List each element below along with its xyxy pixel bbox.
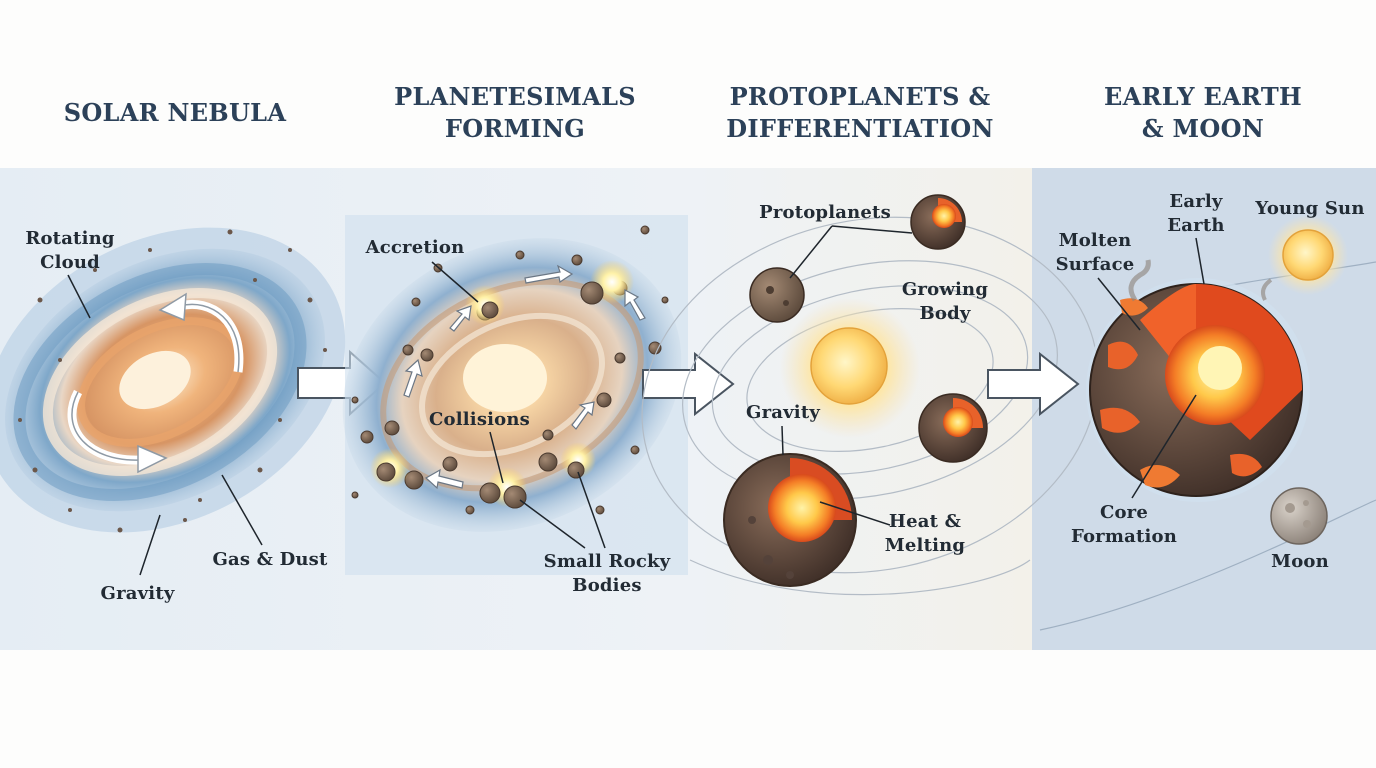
small-rocky-bodies xyxy=(351,225,669,515)
stage-title-solar-nebula: SOLAR NEBULA xyxy=(63,98,287,127)
label-moon: Moon xyxy=(1271,551,1329,572)
label-molten-surface: Molten Surface xyxy=(1055,230,1135,275)
label-gravity-nebula: Gravity xyxy=(100,583,175,604)
orbit-arrows xyxy=(403,264,646,490)
label-gas-dust: Gas & Dust xyxy=(212,549,328,570)
label-early-earth: Early Earth xyxy=(1167,191,1225,236)
label-core-formation: Core Formation xyxy=(1070,502,1178,547)
arrow-stage-3-to-4 xyxy=(987,351,1080,417)
protoplanet-right xyxy=(918,393,988,463)
moon xyxy=(1270,487,1328,545)
stage-title-protoplanets: PROTOPLANETS & DIFFERENTIATION xyxy=(726,82,994,143)
label-accretion: Accretion xyxy=(365,237,465,258)
solar-nebula-cloud xyxy=(0,227,346,533)
protoplanet-small-top xyxy=(910,194,966,250)
protoplanet-left xyxy=(749,267,805,323)
young-sun xyxy=(1282,229,1334,281)
leader-lines xyxy=(67,225,1205,576)
label-collisions: Collisions xyxy=(428,409,531,430)
label-growing-body: Growing Body xyxy=(901,279,989,324)
label-heat-melting: Heat & Melting xyxy=(884,511,966,556)
label-rotating-cloud: Rotating Cloud xyxy=(25,228,115,273)
stage-title-planetesimals: PLANETESIMALS FORMING xyxy=(394,82,636,143)
stage-title-early-earth: EARLY EARTH & MOON xyxy=(1104,82,1302,143)
label-young-sun: Young Sun xyxy=(1255,198,1365,219)
arrow-stage-2-to-3 xyxy=(642,351,735,417)
label-small-rocky-bodies: Small Rocky Bodies xyxy=(543,551,671,596)
protoplanetary-disk xyxy=(342,215,688,575)
label-gravity-protoplanets: Gravity xyxy=(746,402,820,423)
central-sun xyxy=(810,327,888,405)
early-earth-cutaway xyxy=(1086,259,1310,502)
label-protoplanets: Protoplanets xyxy=(759,202,891,223)
growing-protoplanet xyxy=(723,453,857,587)
